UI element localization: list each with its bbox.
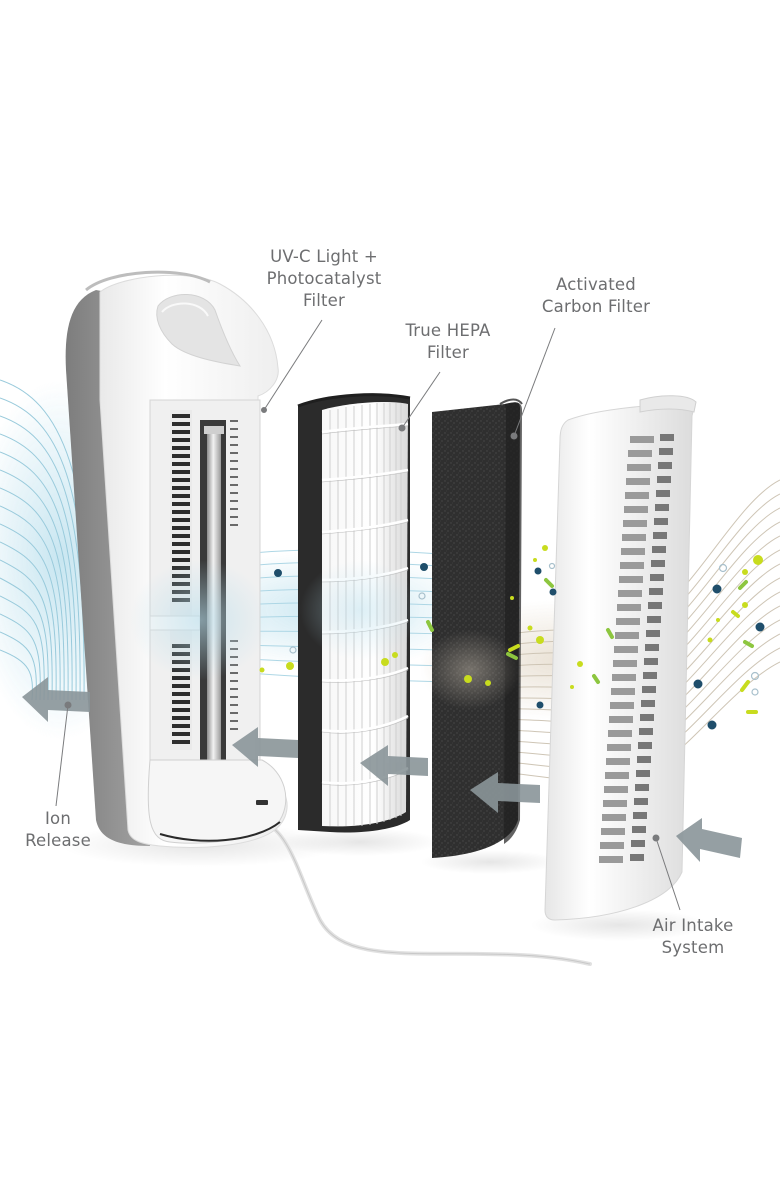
label-line: Activated (556, 275, 636, 294)
grille-slots (599, 434, 674, 863)
label-line: System (661, 938, 725, 957)
shadow (280, 828, 440, 856)
arrow-into-hepa (360, 745, 428, 786)
port (256, 800, 268, 805)
label-ion-release: Ion Release (8, 808, 108, 852)
shadow (420, 850, 560, 874)
power-cord-edge (261, 821, 591, 965)
leader-lines (55, 319, 681, 911)
label-line: Ion (44, 809, 72, 828)
intake-grille (544, 395, 697, 921)
label-true-hepa-filter: True HEPA Filter (400, 320, 496, 364)
hepa-filter (297, 393, 420, 833)
label-line: Filter (302, 291, 346, 310)
label-line: Photocatalyst (266, 269, 382, 288)
carbon-filter (420, 398, 523, 858)
label-line: UV-C Light + (270, 247, 378, 266)
label-activated-carbon-filter: Activated Carbon Filter (536, 274, 656, 318)
arrow-ion-release (22, 677, 90, 722)
arrow-into-main-unit (232, 727, 298, 767)
label-uv-c-photocatalyst-filter: UV-C Light + Photocatalyst Filter (258, 246, 390, 312)
main-unit (65, 270, 288, 848)
arrow-into-carbon (470, 772, 540, 813)
label-line: Filter (426, 343, 470, 362)
label-line: True HEPA (405, 321, 491, 340)
label-line: Air Intake (652, 916, 734, 935)
arrow-into-intake (676, 818, 742, 862)
pollutant-particles (259, 545, 765, 730)
airflow-arrows (22, 677, 742, 862)
label-line: Carbon Filter (541, 297, 651, 316)
label-air-intake-system: Air Intake System (640, 915, 746, 959)
label-line: Release (25, 831, 91, 850)
